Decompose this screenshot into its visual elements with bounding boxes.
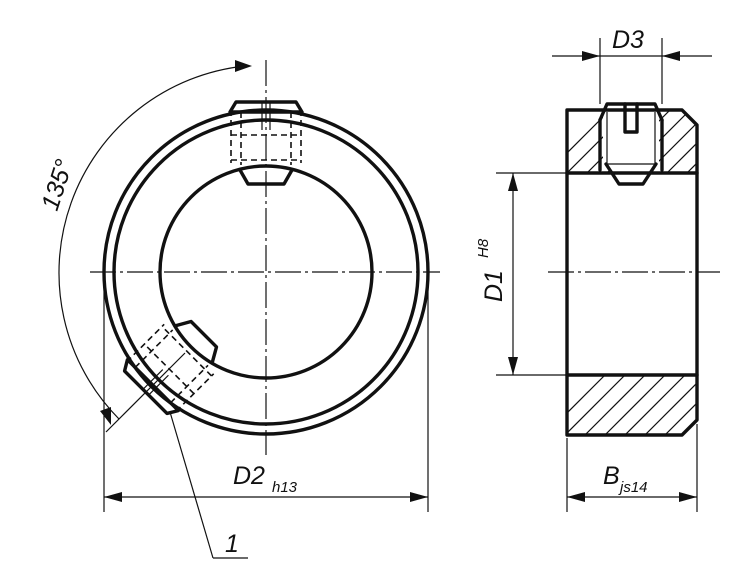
d2-tolerance: h13 (272, 479, 298, 496)
d3-dimension: D3 (552, 26, 712, 104)
item-1-leader: 1 (169, 411, 248, 559)
b-tolerance: js14 (618, 479, 648, 496)
outer-ring (102, 108, 430, 436)
item-number-label: 1 (225, 530, 239, 558)
angle-arrow-bottom (100, 407, 111, 425)
chamfer-ring (112, 118, 420, 426)
lower-set-screw (122, 319, 219, 416)
b-dimension: B js14 (566, 424, 698, 512)
angle-arrow-top (235, 60, 252, 72)
side-set-screw (598, 102, 664, 186)
bore-circle (158, 164, 374, 380)
d1-tolerance: H8 (475, 238, 492, 258)
d2-label: D2 (233, 462, 265, 490)
b-label: B (603, 462, 620, 490)
angle-dimension-arc (58, 65, 246, 420)
angle-label: 135° (36, 156, 79, 214)
side-outline (565, 108, 699, 437)
top-set-screw (228, 100, 304, 186)
front-view: 135° D2 h13 1 (36, 60, 440, 559)
d3-label: D3 (612, 26, 644, 54)
d2-dimension: D2 h13 (103, 280, 429, 512)
d1-dimension: D1 H8 (475, 172, 567, 376)
side-view: D3 D1 H8 B js14 (475, 26, 720, 512)
d1-label: D1 (480, 270, 508, 302)
